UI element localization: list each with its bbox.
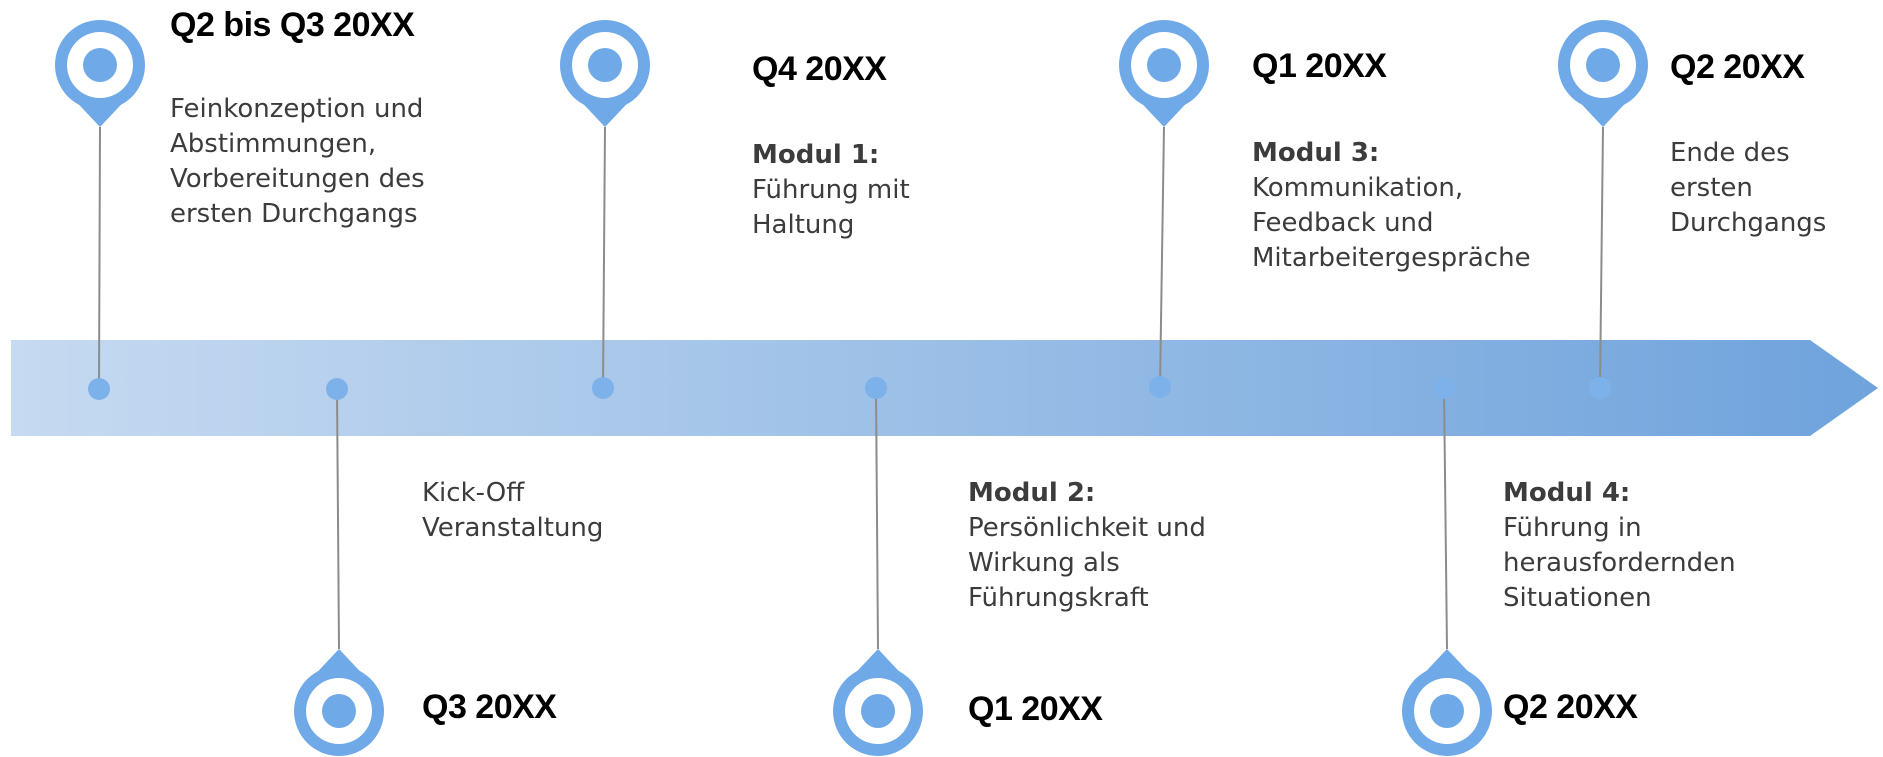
milestone-3-pin-icon xyxy=(560,20,650,127)
milestone-1-title: Q2 bis Q3 20XX xyxy=(170,6,415,44)
milestone-5-line-1: Kommunikation, xyxy=(1252,173,1464,203)
milestone-6-title: Q2 20XX xyxy=(1503,688,1638,726)
milestone-4-line-3: Führungskraft xyxy=(968,583,1149,613)
milestone-3-connector xyxy=(602,126,606,389)
milestone-4-pin-icon xyxy=(833,649,923,756)
milestone-5-connector xyxy=(1159,126,1165,388)
milestone-6-timeline-dot xyxy=(1433,377,1455,399)
milestone-5-timeline-dot xyxy=(1149,376,1171,398)
milestone-6-description: Modul 4: Führung in herausfordernden Sit… xyxy=(1503,476,1736,616)
milestone-7-connector xyxy=(1599,126,1604,389)
milestone-4-line-2: Wirkung als xyxy=(968,548,1120,578)
milestone-3-line-2: Haltung xyxy=(752,210,855,240)
milestone-6-line-2: herausfordernden xyxy=(1503,548,1736,578)
milestone-2-pin-icon xyxy=(294,649,384,756)
milestone-7-line-1: Ende des xyxy=(1670,138,1790,168)
milestone-5-line-2: Feedback und xyxy=(1252,208,1434,238)
timeline-arrow xyxy=(11,340,1878,436)
milestone-3-module-label: Modul 1: xyxy=(752,140,880,170)
milestone-4-line-1: Persönlichkeit und xyxy=(968,513,1206,543)
milestone-2-line-1: Kick-Off xyxy=(422,478,525,508)
milestone-4-timeline-dot xyxy=(865,377,887,399)
milestone-6-pin-icon xyxy=(1402,649,1492,756)
milestone-1-timeline-dot xyxy=(88,378,110,400)
milestone-5-description: Modul 3: Kommunikation, Feedback und Mit… xyxy=(1252,136,1531,276)
milestone-3-title: Q4 20XX xyxy=(752,50,887,88)
milestone-1-description: Feinkonzeption und Abstimmungen, Vorbere… xyxy=(170,92,425,232)
milestone-7-line-2: ersten xyxy=(1670,173,1753,203)
milestone-2-description: Kick-Off Veranstaltung xyxy=(422,476,603,546)
milestone-1-line-2: Abstimmungen, xyxy=(170,129,377,159)
milestone-1-line-3: Vorbereitungen des xyxy=(170,164,425,194)
milestone-7-line-3: Durchgangs xyxy=(1670,208,1827,238)
milestone-6-line-3: Situationen xyxy=(1503,583,1652,613)
milestone-6-line-1: Führung in xyxy=(1503,513,1642,543)
milestone-5-title: Q1 20XX xyxy=(1252,47,1387,85)
milestone-4-module-label: Modul 2: xyxy=(968,478,1096,508)
milestone-2-title: Q3 20XX xyxy=(422,688,557,726)
milestone-6-module-label: Modul 4: xyxy=(1503,478,1631,508)
milestone-2-connector xyxy=(336,388,340,650)
milestone-5-pin-icon xyxy=(1119,20,1209,127)
milestone-1-pin-icon xyxy=(55,20,145,127)
milestone-7-timeline-dot xyxy=(1589,377,1611,399)
milestone-7-description: Ende des ersten Durchgangs xyxy=(1670,136,1826,241)
milestone-5-module-label: Modul 3: xyxy=(1252,138,1380,168)
milestone-5-line-3: Mitarbeitergespräche xyxy=(1252,243,1531,273)
milestone-2-timeline-dot xyxy=(326,378,348,400)
milestone-1-line-4: ersten Durchgangs xyxy=(170,199,418,229)
milestone-7-title: Q2 20XX xyxy=(1670,48,1805,86)
milestone-2-line-2: Veranstaltung xyxy=(422,513,604,543)
milestone-6-connector xyxy=(1443,387,1448,650)
milestone-3-line-1: Führung mit xyxy=(752,175,910,205)
milestone-4-title: Q1 20XX xyxy=(968,690,1103,728)
milestone-1-connector xyxy=(98,126,101,390)
milestone-4-description: Modul 2: Persönlichkeit und Wirkung als … xyxy=(968,476,1206,616)
milestone-3-timeline-dot xyxy=(592,377,614,399)
milestone-4-connector xyxy=(875,387,879,650)
milestone-3-description: Modul 1: Führung mit Haltung xyxy=(752,138,910,243)
milestone-7-pin-icon xyxy=(1558,20,1648,127)
milestone-1-line-1: Feinkonzeption und xyxy=(170,94,424,124)
